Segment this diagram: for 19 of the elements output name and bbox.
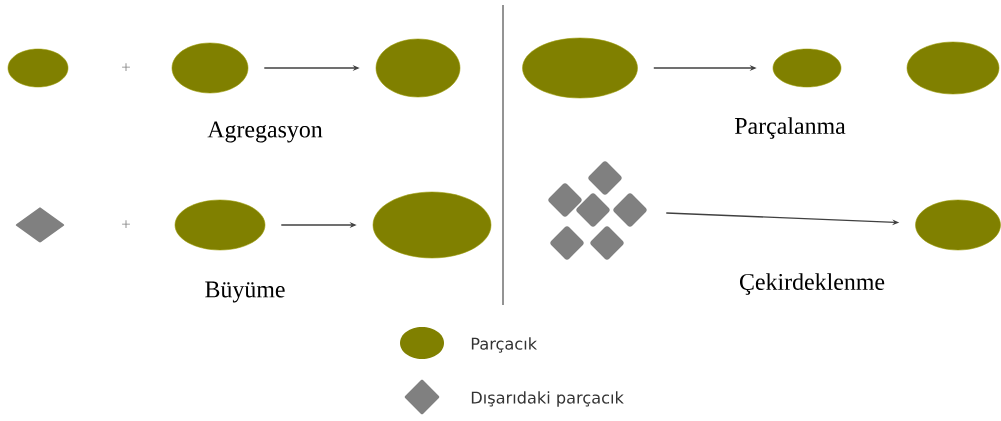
process-label: Agregasyon <box>207 121 323 143</box>
particle-ellipse <box>7 48 69 88</box>
particle-ellipse <box>915 199 1001 251</box>
plus-sign: + <box>122 63 130 72</box>
particle-ellipse <box>772 48 842 88</box>
process-label: Çekirdeklenme <box>740 273 885 295</box>
particle-ellipse <box>171 42 249 94</box>
diamond-cluster-drawing <box>548 161 647 260</box>
particle-diamond <box>15 207 65 243</box>
particle-ellipse <box>375 38 461 98</box>
particle-ellipse <box>174 199 266 251</box>
particle-ellipse <box>522 37 638 99</box>
legend-text: Parçacık <box>471 337 537 353</box>
particle-ellipse <box>906 41 1000 95</box>
particle-ellipse <box>372 191 492 259</box>
process-label: Parçalanma <box>734 117 846 139</box>
legend-text: Dışarıdaki parçacık <box>471 391 624 407</box>
plus-sign: + <box>122 220 130 229</box>
process-label: Büyüme <box>205 281 285 303</box>
